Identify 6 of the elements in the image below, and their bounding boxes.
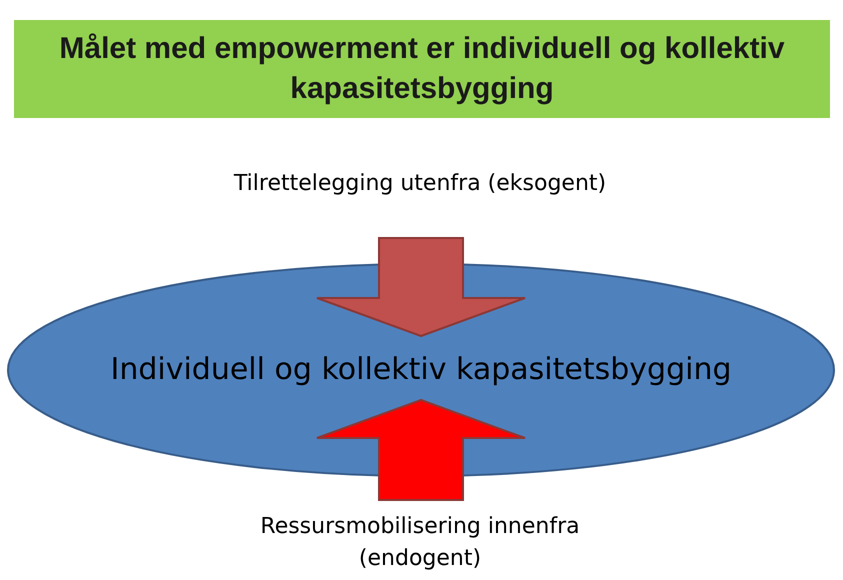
caption-text: Tilrettelegging utenfra (eksogent) xyxy=(234,170,606,198)
caption-text: Ressursmobilisering innenfra (endogent) xyxy=(259,513,581,573)
ellipse-label: Individuell og kollektiv kapasitetsbygging xyxy=(110,352,732,388)
block-arrow xyxy=(316,398,526,501)
title-banner: Målet med empowerment er individuell og kollektiv kapasitetsbygging xyxy=(14,20,830,118)
block-arrow xyxy=(316,237,526,338)
